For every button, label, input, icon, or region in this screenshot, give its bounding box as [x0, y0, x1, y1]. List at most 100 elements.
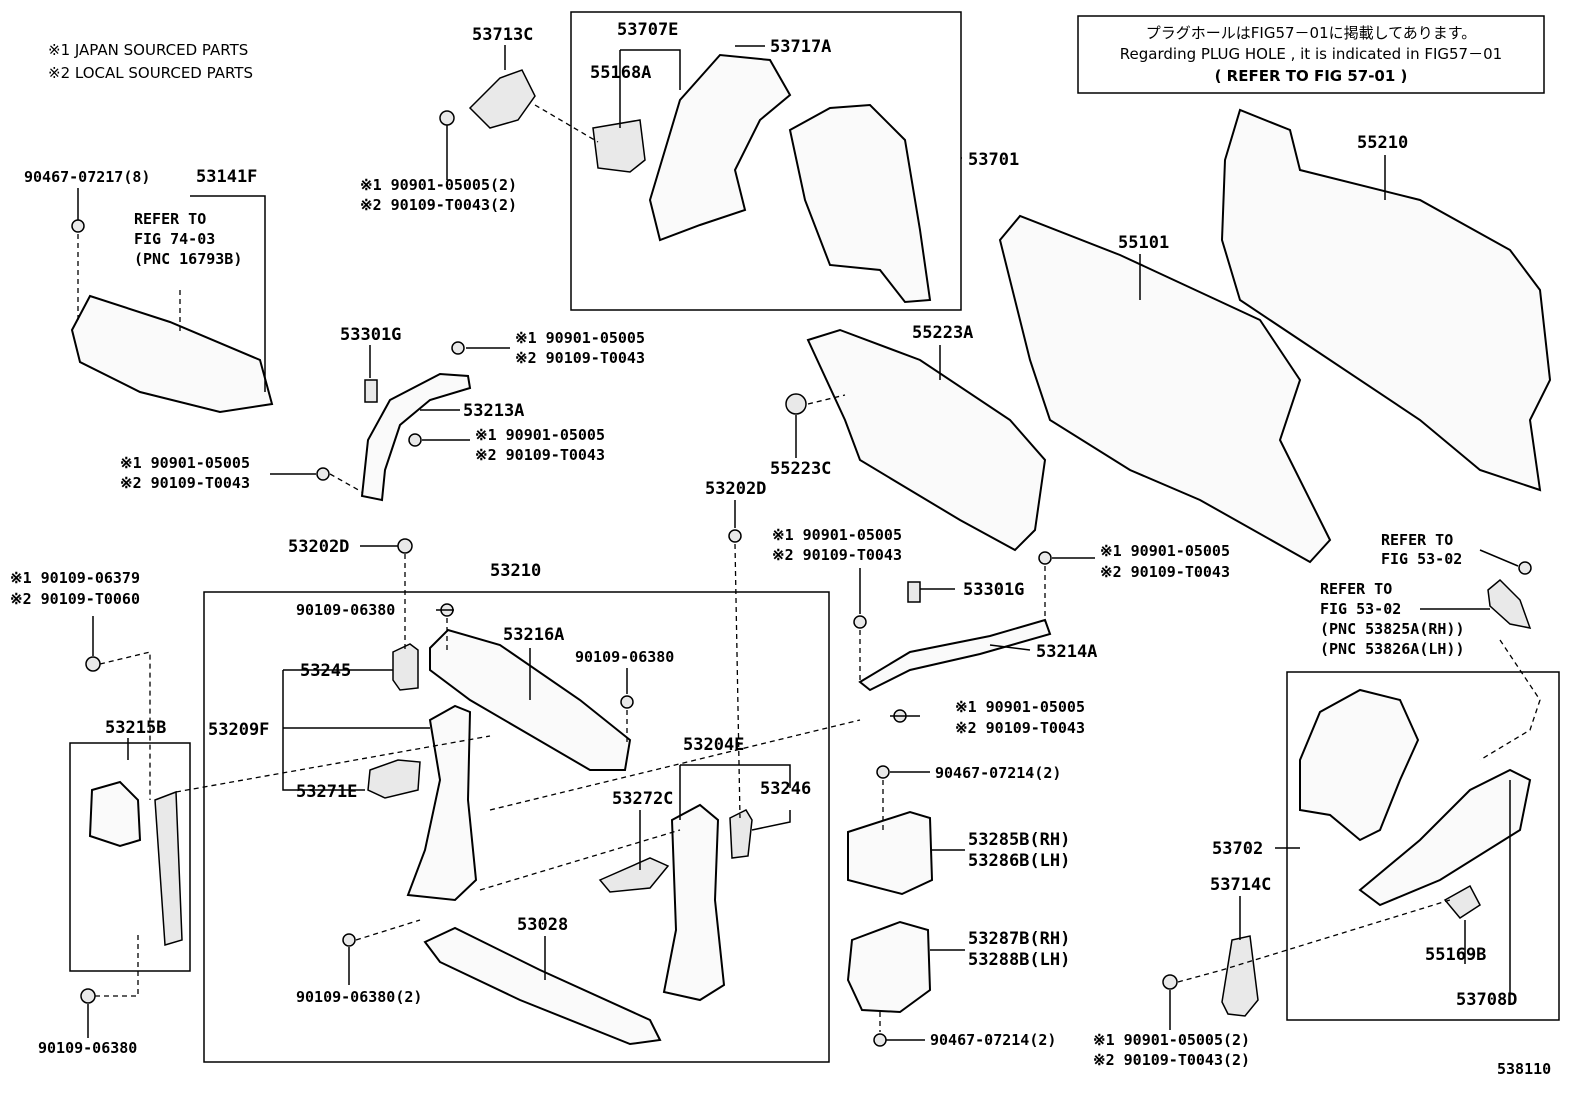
label-clip-a[interactable]: 90467-07217(8) [24, 168, 150, 186]
part-53215B[interactable] [88, 780, 142, 848]
label-53028[interactable]: 53028 [517, 915, 568, 935]
bolt-icon[interactable] [85, 656, 101, 672]
label-refer3-l4[interactable]: (PNC 53826A(LH)) [1320, 640, 1465, 658]
part-53215B-bar[interactable] [154, 790, 183, 946]
clip-icon[interactable] [873, 1033, 887, 1047]
label-53713C[interactable]: 53713C [472, 25, 533, 45]
part-53714C[interactable] [1221, 935, 1259, 1017]
part-53246[interactable] [729, 809, 753, 859]
clip-icon[interactable] [876, 765, 890, 779]
label-refer2-l2[interactable]: FIG 53-02 [1381, 550, 1462, 568]
label-bolt-i[interactable]: 90109-06380 [575, 648, 674, 666]
label-refer1-l2[interactable]: FIG 74-03 [134, 230, 215, 248]
part-53701[interactable] [788, 103, 932, 304]
part-55168A[interactable] [592, 119, 646, 173]
part-53141F[interactable] [70, 294, 274, 414]
label-53717A[interactable]: 53717A [770, 37, 831, 57]
label-bolt-d2[interactable]: ※2 90109-T0043 [120, 474, 250, 492]
label-bolt-f1[interactable]: ※1 90901-05005 [1100, 542, 1230, 560]
label-53714C[interactable]: 53714C [1210, 875, 1271, 895]
part-55210[interactable] [1220, 108, 1552, 492]
label-bolt-g1[interactable]: ※1 90109-06379 [10, 569, 140, 587]
bolt-icon[interactable] [397, 538, 413, 554]
label-53245[interactable]: 53245 [300, 661, 351, 681]
label-53288B[interactable]: 53288B(LH) [968, 950, 1070, 970]
label-53708D[interactable]: 53708D [1456, 990, 1517, 1010]
bolt-icon[interactable] [1038, 551, 1052, 565]
label-refer1-l1[interactable]: REFER TO [134, 210, 206, 228]
part-53713C[interactable] [468, 69, 536, 129]
label-bolt-c2[interactable]: ※2 90109-T0043 [475, 446, 605, 464]
label-bolt-k[interactable]: 90109-06380(2) [296, 988, 422, 1006]
label-bolt-a1[interactable]: ※1 90901-05005(2) [360, 176, 517, 194]
label-clip-c[interactable]: 90467-07214(2) [930, 1031, 1056, 1049]
part-53272C[interactable] [598, 857, 670, 893]
bolt-icon[interactable] [1518, 561, 1532, 575]
label-refer1-l3[interactable]: (PNC 16793B) [134, 250, 242, 268]
label-53286B[interactable]: 53286B(LH) [968, 851, 1070, 871]
bolt-icon[interactable] [439, 110, 455, 126]
label-bolt-b2[interactable]: ※2 90109-T0043 [515, 349, 645, 367]
part-53287B[interactable] [846, 920, 932, 1014]
label-53216A[interactable]: 53216A [503, 625, 564, 645]
label-bolt-d1[interactable]: ※1 90901-05005 [120, 454, 250, 472]
label-53285B[interactable]: 53285B(RH) [968, 830, 1070, 850]
part-55223A[interactable] [806, 328, 1047, 552]
label-bolt-f2[interactable]: ※2 90109-T0043 [1100, 563, 1230, 581]
part-53707E[interactable] [648, 53, 792, 242]
label-53210[interactable]: 53210 [490, 561, 541, 581]
bolt-icon[interactable] [620, 695, 634, 709]
clip-icon[interactable] [71, 219, 85, 233]
label-53272C[interactable]: 53272C [612, 789, 673, 809]
label-bolt-l[interactable]: 90109-06380 [38, 1039, 137, 1057]
part-53028[interactable] [423, 926, 662, 1046]
label-53202D-a[interactable]: 53202D [288, 537, 349, 557]
part-53708D[interactable] [1358, 768, 1532, 907]
label-bolt-j1[interactable]: ※1 90901-05005 [955, 698, 1085, 716]
part-53301G-b[interactable] [907, 581, 921, 603]
label-bolt-h[interactable]: 90109-06380 [296, 601, 395, 619]
bolt-icon[interactable] [728, 529, 742, 543]
label-bolt-a2[interactable]: ※2 90109-T0043(2) [360, 196, 517, 214]
bolt-icon[interactable] [342, 933, 356, 947]
part-53702[interactable] [1299, 688, 1420, 842]
label-53287B[interactable]: 53287B(RH) [968, 929, 1070, 949]
bolt-icon[interactable] [451, 341, 465, 355]
label-55223C[interactable]: 55223C [770, 459, 831, 479]
part-53213A[interactable] [360, 372, 472, 502]
label-bolt-e1[interactable]: ※1 90901-05005 [772, 526, 902, 544]
label-refer2-l1[interactable]: REFER TO [1381, 531, 1453, 549]
part-55101[interactable] [998, 214, 1332, 564]
label-bolt-j2[interactable]: ※2 90109-T0043 [955, 719, 1085, 737]
label-bolt-m1[interactable]: ※1 90901-05005(2) [1093, 1031, 1250, 1049]
bolt-icon[interactable] [408, 433, 422, 447]
label-bolt-b1[interactable]: ※1 90901-05005 [515, 329, 645, 347]
label-53214A[interactable]: 53214A [1036, 642, 1097, 662]
label-53213A[interactable]: 53213A [463, 401, 524, 421]
part-53245[interactable] [392, 643, 419, 691]
label-clip-b[interactable]: 90467-07214(2) [935, 764, 1061, 782]
label-bolt-c1[interactable]: ※1 90901-05005 [475, 426, 605, 444]
part-53209F[interactable] [406, 704, 478, 902]
label-55168A[interactable]: 55168A [590, 63, 651, 83]
bolt-icon[interactable] [853, 615, 867, 629]
label-55210[interactable]: 55210 [1357, 133, 1408, 153]
label-53301G-b[interactable]: 53301G [963, 580, 1024, 600]
label-53202D-b[interactable]: 53202D [705, 479, 766, 499]
label-55169B[interactable]: 55169B [1425, 945, 1486, 965]
label-53246[interactable]: 53246 [760, 779, 811, 799]
label-refer3-l3[interactable]: (PNC 53825A(RH)) [1320, 620, 1465, 638]
label-bolt-g2[interactable]: ※2 90109-T0060 [10, 590, 140, 608]
label-53702[interactable]: 53702 [1212, 839, 1263, 859]
label-53215B[interactable]: 53215B [105, 718, 166, 738]
label-53701[interactable]: 53701 [968, 150, 1019, 170]
bolt-icon[interactable] [80, 988, 96, 1004]
bolt-icon[interactable] [1162, 974, 1178, 990]
label-55101[interactable]: 55101 [1118, 233, 1169, 253]
part-55169B[interactable] [1443, 884, 1481, 919]
label-53209F[interactable]: 53209F [208, 720, 269, 740]
label-53271E[interactable]: 53271E [296, 782, 357, 802]
label-refer3-l1[interactable]: REFER TO [1320, 580, 1392, 598]
part-55223C[interactable] [785, 393, 807, 415]
label-53301G-a[interactable]: 53301G [340, 325, 401, 345]
